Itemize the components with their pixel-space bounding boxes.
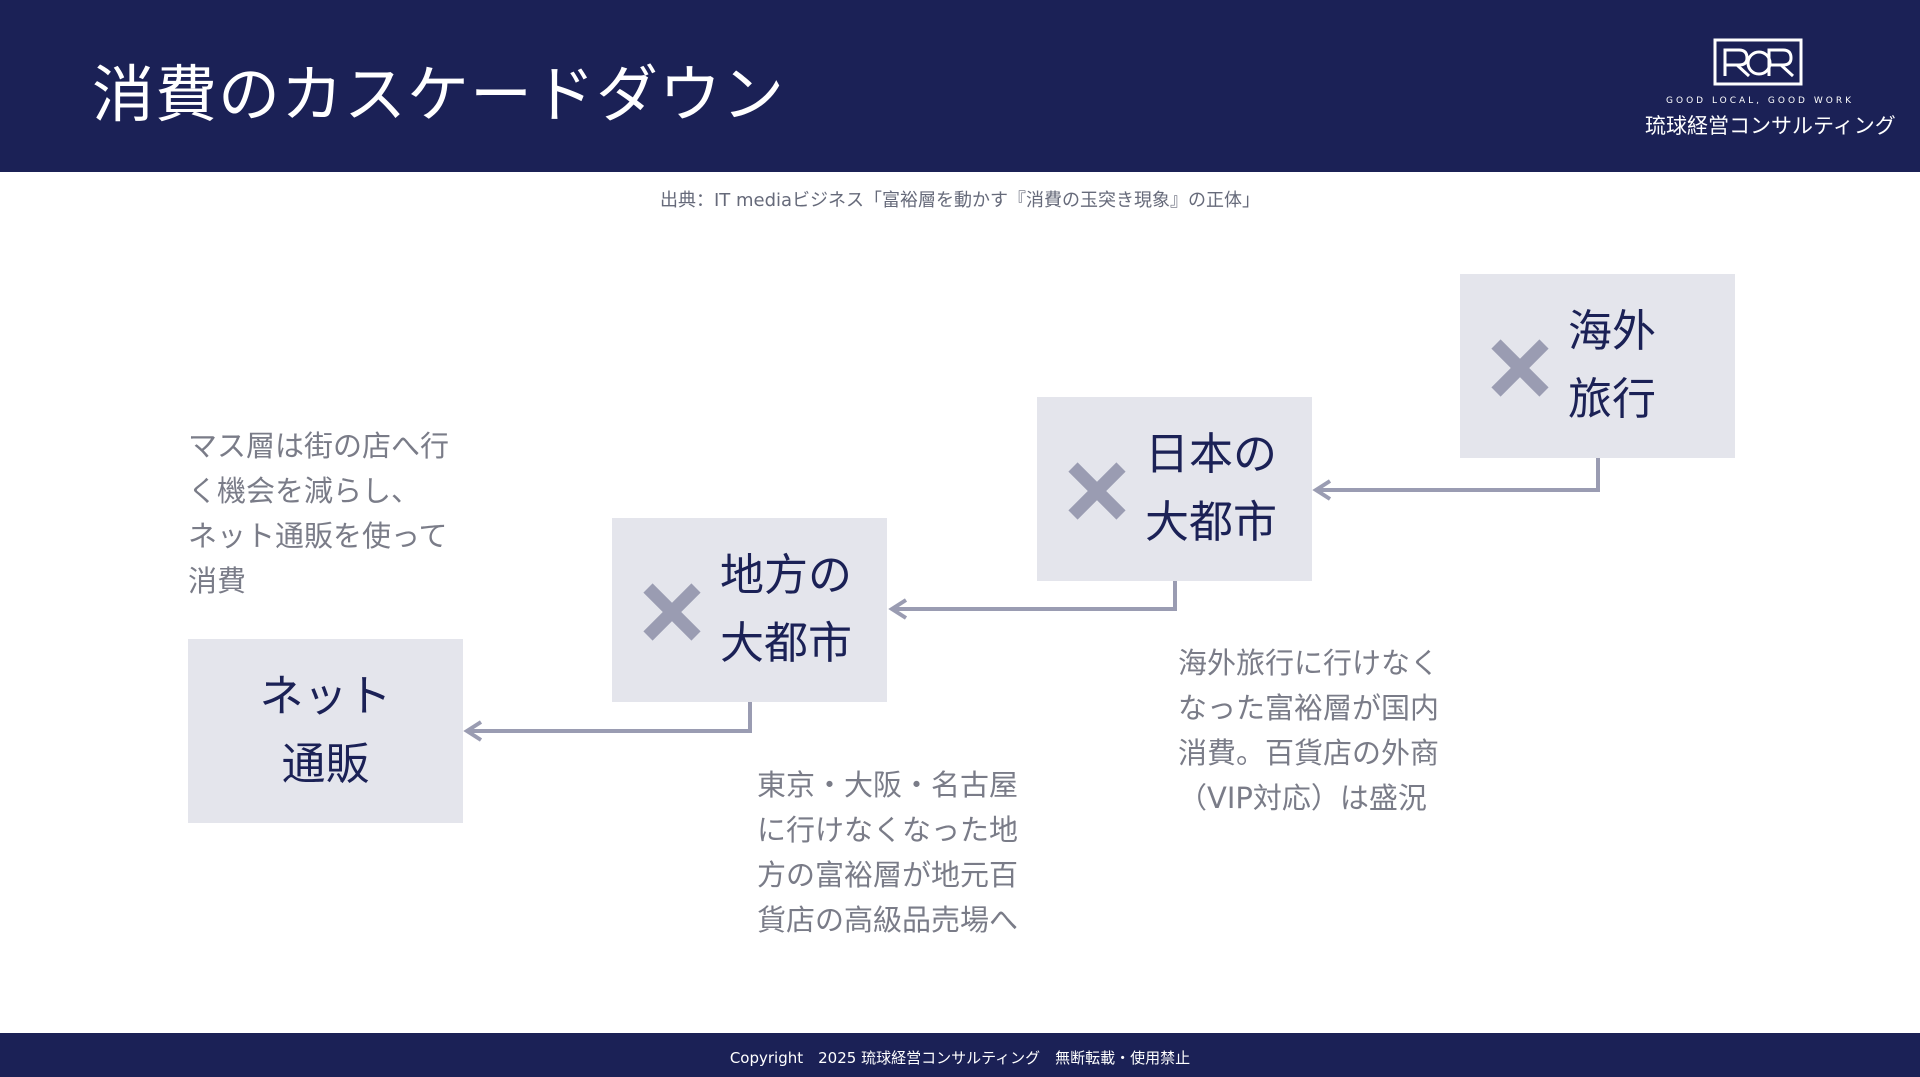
box-label: 地方の 大都市 (720, 550, 852, 669)
logo-company-name: 琉球経営コンサルティング (1645, 114, 1896, 138)
source-citation: 出典：IT mediaビジネス「富裕層を動かす『消費の玉突き現象』の正体」 (659, 190, 1261, 211)
copyright-text: Copyright 2025 琉球経営コンサルティング 無断転載・使用禁止 (729, 1049, 1191, 1067)
arrow-overseas-to-japan-city (1316, 458, 1600, 492)
logo-mark-icon (1713, 38, 1803, 86)
box-online-shopping: ネット 通販 (188, 639, 463, 823)
logo-tagline: GOOD LOCAL, GOOD WORK (1666, 96, 1854, 106)
box-label: ネット 通販 (259, 671, 392, 790)
box-label: 日本の 大都市 (1145, 429, 1277, 548)
arrow-head-online (463, 720, 483, 742)
company-logo: GOOD LOCAL, GOOD WORK 琉球経営コンサルティング (1645, 38, 1896, 138)
arrow-local-city-to-online (467, 702, 752, 733)
x-icon (1491, 339, 1549, 397)
cascade-connectors (463, 458, 1600, 742)
arrow-head-local-city (888, 598, 908, 620)
arrow-head-japan-city (1312, 479, 1332, 501)
note-japan-major-cities: 海外旅行に行けなく なった富裕層が国内 消費。百貨店の外商 （VIP対応）は盛況 (1178, 646, 1440, 815)
x-icon (643, 583, 701, 641)
page-title: 消費のカスケードダウン (92, 58, 786, 131)
box-japan-major-cities: 日本の 大都市 (1037, 397, 1312, 581)
arrow-japan-city-to-local-city (892, 581, 1177, 611)
box-overseas-travel: 海外 旅行 (1460, 274, 1735, 458)
box-local-major-cities: 地方の 大都市 (612, 518, 887, 702)
x-icon (1068, 462, 1126, 520)
note-online-shopping: マス層は街の店へ行 く機会を減らし、 ネット通販を使って 消費 (188, 429, 450, 598)
footer-bar: Copyright 2025 琉球経営コンサルティング 無断転載・使用禁止 (0, 1033, 1920, 1077)
note-local-major-cities: 東京・大阪・名古屋 に行けなくなった地 方の富裕層が地元百 貨店の高級品売場へ (757, 768, 1019, 937)
box-label: 海外 旅行 (1568, 306, 1656, 425)
header-bar: 消費のカスケードダウン GOOD LOCAL, GOOD WORK 琉球経営コン… (0, 0, 1920, 172)
